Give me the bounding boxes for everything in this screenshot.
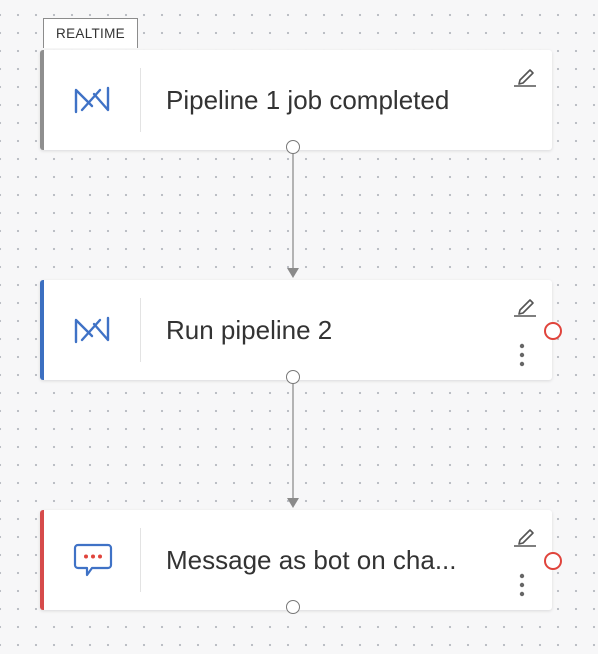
more-options-icon[interactable] <box>518 342 526 370</box>
error-output-port[interactable] <box>544 322 562 340</box>
card-divider <box>140 298 141 362</box>
connector-line <box>292 154 294 268</box>
trigger-output-port[interactable] <box>286 140 300 154</box>
more-options-icon[interactable] <box>518 572 526 600</box>
trigger-card[interactable]: Pipeline 1 job completed <box>40 50 552 150</box>
connector-line <box>292 384 294 498</box>
card-divider <box>140 528 141 592</box>
card-divider <box>140 68 141 132</box>
realtime-tag: REALTIME <box>43 18 138 48</box>
step-title: Run pipeline 2 <box>166 315 333 345</box>
step-card-run-pipeline[interactable]: Run pipeline 2 <box>40 280 552 380</box>
edit-icon[interactable] <box>512 64 538 88</box>
trigger-title: Pipeline 1 job completed <box>166 85 450 115</box>
pipeline-icon <box>74 86 110 114</box>
chat-message-icon <box>73 543 113 577</box>
connector-arrow <box>287 498 299 508</box>
edit-icon[interactable] <box>512 524 538 548</box>
step-output-port[interactable] <box>286 600 300 614</box>
connector-arrow <box>287 268 299 278</box>
edit-icon[interactable] <box>512 294 538 318</box>
step-card-message-bot[interactable]: Message as bot on cha... <box>40 510 552 610</box>
pipeline-icon <box>74 316 110 344</box>
error-output-port[interactable] <box>544 552 562 570</box>
step-title: Message as bot on cha... <box>166 545 457 575</box>
step-output-port[interactable] <box>286 370 300 384</box>
